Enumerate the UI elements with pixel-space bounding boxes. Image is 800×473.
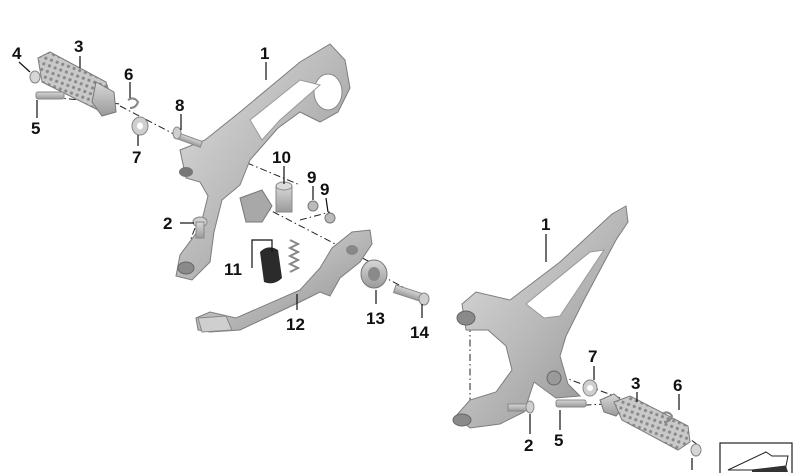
leader-lines: [18, 56, 693, 470]
spring-11: [287, 239, 301, 273]
nut-9b: [324, 212, 336, 224]
callout-2-right: 2: [524, 436, 533, 455]
footrest-bracket-right: [452, 205, 629, 429]
bushing-13: [360, 259, 388, 289]
callout-4: 4: [12, 44, 22, 63]
callout-12: 12: [286, 315, 305, 334]
callout-9b: 9: [320, 180, 329, 199]
pivot-10: [275, 181, 293, 213]
callout-6-left: 6: [124, 65, 133, 84]
nut-9a: [307, 200, 319, 212]
callout-9a: 9: [307, 168, 316, 187]
callout-10: 10: [272, 148, 291, 167]
callout-8: 8: [175, 96, 184, 115]
callout-3-right: 3: [631, 374, 640, 393]
washer-left: [131, 116, 149, 136]
callout-11: 11: [224, 260, 242, 279]
pin-right: [555, 399, 587, 408]
callout-5-left: 5: [31, 119, 40, 138]
callout-1-left: 1: [260, 44, 269, 63]
footpeg-right: [599, 393, 691, 451]
clip-left: [127, 97, 140, 109]
brake-pedal: [195, 229, 373, 333]
callout-1-right: 1: [541, 215, 550, 234]
ball-end-left: [29, 70, 41, 84]
bolt-8: [172, 126, 203, 148]
footpeg-left: [37, 51, 117, 117]
callout-6-right: 6: [673, 376, 682, 395]
callout-13: 13: [366, 309, 385, 328]
callout-5-right: 5: [554, 431, 563, 450]
ball-end-right: [690, 443, 702, 457]
washer-right: [582, 379, 598, 397]
callout-3-left: 3: [74, 37, 83, 56]
footrest-bracket-left: [175, 43, 351, 281]
clip-right: [661, 411, 674, 423]
callout-7-right: 7: [588, 347, 597, 366]
callout-14: 14: [410, 323, 429, 342]
rubber-sleeve-11: [260, 247, 282, 284]
bolt-2-left: [192, 216, 208, 239]
callout-7-left: 7: [132, 148, 141, 167]
vehicle-silhouette-icon: [719, 442, 793, 473]
callout-2-left: 2: [163, 214, 172, 233]
pin-left: [35, 91, 65, 100]
bolt-14: [392, 284, 430, 306]
bolt-2-right: [507, 400, 535, 414]
